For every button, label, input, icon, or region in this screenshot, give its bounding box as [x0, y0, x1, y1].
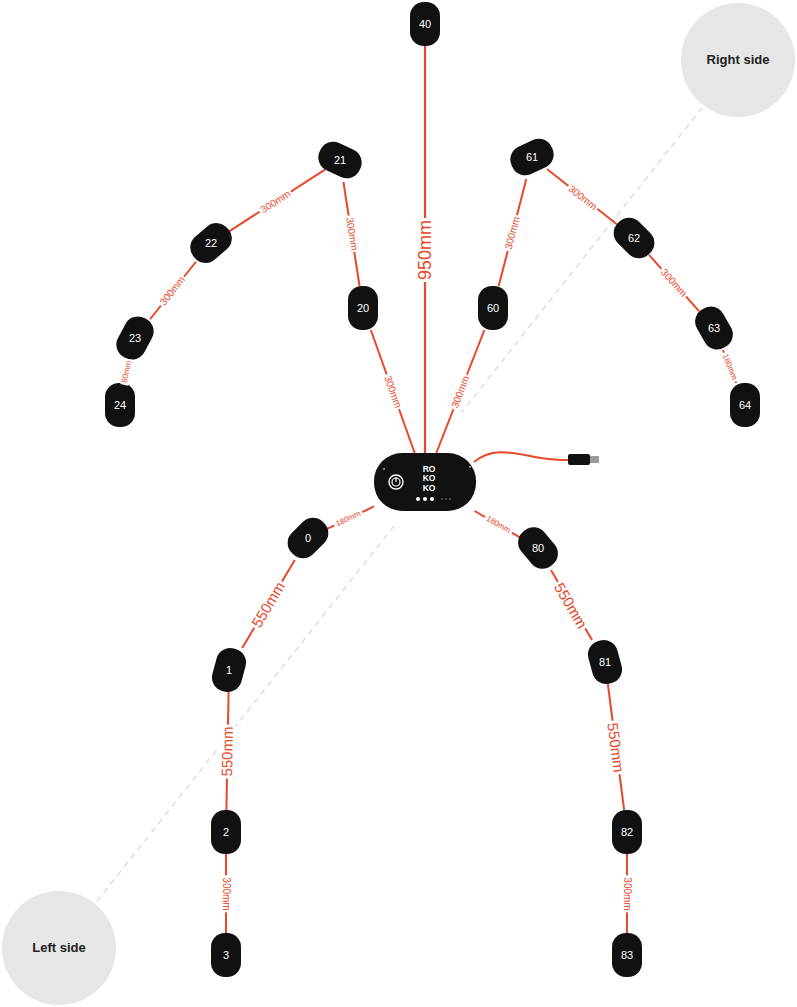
- sensor-cable: [226, 170, 325, 234]
- sensor-cable: [649, 255, 699, 311]
- cable-length: 550mm: [551, 578, 591, 632]
- sensor-cable: [475, 511, 523, 539]
- sensor-pill: 83: [612, 933, 642, 977]
- sensor-pill: 63: [699, 306, 729, 350]
- sensor-cable: [323, 506, 374, 530]
- sensor-cable: [436, 330, 484, 453]
- cable-length: 80mm: [121, 358, 135, 385]
- sensor-number: 0: [305, 532, 311, 544]
- sensor-pill: 21: [325, 138, 355, 182]
- cable-length: 300mm: [503, 213, 522, 252]
- sensor-pill: 22: [196, 221, 226, 265]
- sensor-pill: 82: [612, 810, 642, 854]
- sensor-number: 61: [526, 151, 538, 163]
- sensor-cable: [547, 169, 619, 226]
- sensor-number: 80: [532, 542, 544, 554]
- sensor-pill: 60: [478, 286, 508, 330]
- cable-length: 550mm: [220, 724, 236, 778]
- sensor-number: 24: [114, 399, 126, 411]
- sensor-number: 20: [357, 302, 369, 314]
- sensor-number: 60: [487, 302, 499, 314]
- cable-length: 300mm: [344, 215, 360, 253]
- sensor-number: 23: [129, 332, 141, 344]
- cable-length: 300mm: [257, 187, 294, 216]
- sensor-pill: 3: [211, 933, 241, 977]
- sensor-pill: 61: [517, 135, 547, 179]
- cable-length: 300mm: [157, 273, 188, 308]
- sensor-number: 1: [226, 664, 232, 676]
- sensor-cable: [371, 330, 415, 453]
- sensor-pill: 62: [619, 216, 649, 260]
- sensor-pill: 20: [348, 286, 378, 330]
- cable-length: 300mm: [622, 875, 632, 912]
- cable-length: 180mm: [720, 351, 739, 382]
- cable-length: 300mm: [449, 372, 472, 410]
- sensor-number: 63: [708, 322, 720, 334]
- sensor-pill: 40: [410, 2, 440, 46]
- cable-length: 300mm: [382, 372, 404, 411]
- usb-plug: [568, 454, 590, 465]
- sensor-cable: [551, 570, 592, 640]
- cable-length: 550mm: [248, 577, 289, 631]
- side-marker: Right side: [681, 3, 795, 117]
- sensor-number: 62: [628, 232, 640, 244]
- cable-length: 950mm: [416, 217, 434, 281]
- sensor-number: 82: [621, 826, 633, 838]
- sensor-pill: 64: [730, 383, 760, 427]
- sensor-pill: 2: [211, 810, 241, 854]
- sensor-pill: 23: [120, 316, 150, 360]
- side-label: Left side: [32, 941, 85, 955]
- sensor-number: 83: [621, 949, 633, 961]
- sensor-pill: 0: [293, 516, 323, 560]
- cable-length: 300mm: [221, 875, 231, 912]
- sensor-pill: 80: [523, 526, 553, 570]
- sensor-number: 40: [419, 18, 431, 30]
- leader-line: [462, 90, 716, 412]
- sensor-cable: [150, 262, 196, 320]
- cable-length: 550mm: [605, 719, 627, 775]
- sensor-cable: [499, 179, 527, 286]
- sensor-pill: 81: [590, 640, 620, 684]
- sensor-pill: 24: [105, 383, 135, 427]
- cable-length: 300mm: [565, 182, 600, 213]
- cable-length: 180mm: [333, 508, 364, 528]
- hub-box: RO KO KO: [374, 453, 476, 511]
- cable-length: 300mm: [658, 266, 690, 301]
- leader-line: [90, 526, 394, 910]
- sensor-number: 3: [223, 949, 229, 961]
- sensor-number: 81: [599, 656, 611, 668]
- usb-tip: [590, 456, 599, 463]
- brand-text: RO KO KO: [418, 465, 440, 493]
- sensor-number: 64: [739, 399, 751, 411]
- side-label: Right side: [707, 53, 770, 67]
- sensor-pill: 1: [214, 648, 244, 692]
- sensor-cable: [343, 182, 359, 286]
- sensor-number: 2: [223, 826, 229, 838]
- side-marker: Left side: [2, 891, 116, 1005]
- sensor-number: 22: [205, 237, 217, 249]
- usb-cable: [474, 452, 568, 462]
- sensor-number: 21: [334, 154, 346, 166]
- cable-length: 180mm: [484, 514, 515, 536]
- sensor-cable: [242, 560, 295, 648]
